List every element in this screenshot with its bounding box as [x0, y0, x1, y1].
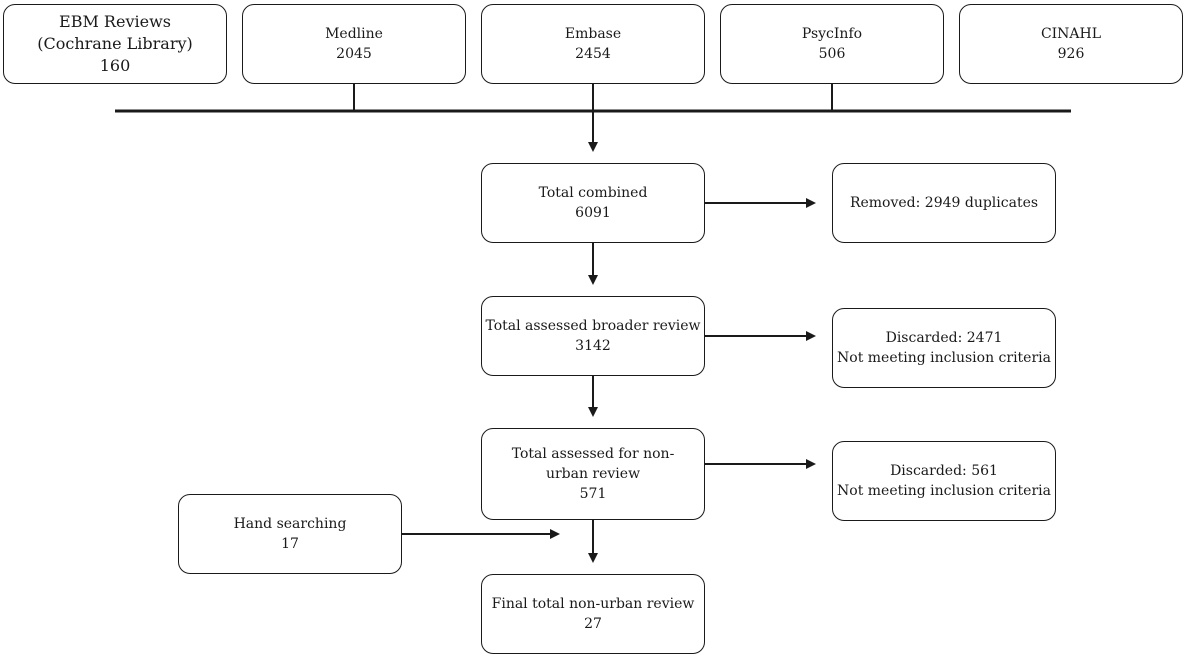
discarded-2-note: Not meeting inclusion criteria	[837, 483, 1051, 499]
discarded-1-label: Discarded: 2471	[885, 330, 1003, 346]
discarded-2-box: Discarded: 561 Not meeting inclusion cri…	[832, 441, 1056, 521]
source-cinahl-label: CINAHL	[1040, 26, 1102, 42]
discarded-1-box: Discarded: 2471 Not meeting inclusion cr…	[832, 308, 1056, 388]
final-total-count: 27	[584, 616, 602, 632]
source-cinahl: CINAHL 926	[959, 4, 1183, 84]
discarded-1-note: Not meeting inclusion criteria	[837, 350, 1051, 366]
source-medline-label: Medline	[325, 26, 383, 42]
hand-searching-label: Hand searching	[233, 516, 347, 532]
hand-searching-count: 17	[281, 536, 299, 552]
source-medline-count: 2045	[336, 46, 372, 62]
source-psycinfo-label: PsycInfo	[801, 26, 863, 42]
final-total-label: Final total non-urban review	[491, 596, 695, 612]
nonurban-review-box: Total assessed for non-urban review 571	[481, 428, 705, 520]
broader-review-label: Total assessed broader review	[485, 318, 701, 334]
removed-duplicates-text: Removed: 2949 duplicates	[849, 195, 1039, 211]
hand-searching-box: Hand searching 17	[178, 494, 402, 574]
nonurban-review-label: Total assessed for non-urban review	[511, 446, 675, 482]
source-ebm: EBM Reviews (Cochrane Library) 160	[3, 4, 227, 84]
total-combined-label: Total combined	[538, 185, 648, 201]
source-embase-count: 2454	[575, 46, 611, 62]
source-psycinfo: PsycInfo 506	[720, 4, 944, 84]
source-ebm-count: 160	[99, 56, 131, 75]
source-cinahl-count: 926	[1057, 46, 1085, 62]
total-combined-count: 6091	[575, 205, 611, 221]
discarded-2-label: Discarded: 561	[890, 463, 998, 479]
broader-review-count: 3142	[575, 338, 611, 354]
nonurban-review-count: 571	[579, 486, 607, 502]
total-combined-box: Total combined 6091	[481, 163, 705, 243]
source-embase-label: Embase	[564, 26, 622, 42]
source-embase: Embase 2454	[481, 4, 705, 84]
source-ebm-label: EBM Reviews (Cochrane Library)	[37, 12, 193, 53]
broader-review-box: Total assessed broader review 3142	[481, 296, 705, 376]
source-medline: Medline 2045	[242, 4, 466, 84]
final-total-box: Final total non-urban review 27	[481, 574, 705, 654]
removed-duplicates-box: Removed: 2949 duplicates	[832, 163, 1056, 243]
source-psycinfo-count: 506	[818, 46, 846, 62]
